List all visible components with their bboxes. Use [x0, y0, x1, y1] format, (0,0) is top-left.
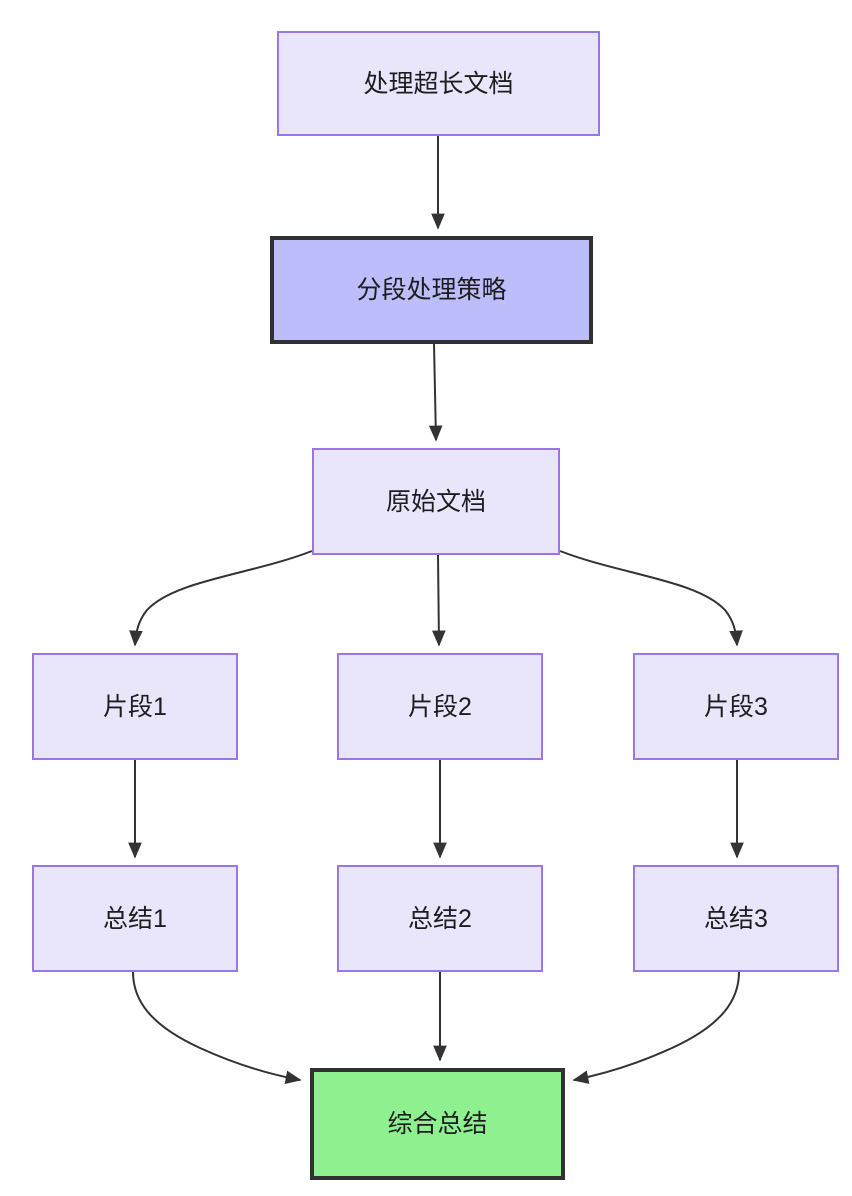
node-process-long-document[interactable]: 处理超长文档	[277, 31, 600, 136]
edge-source-to-chunk2	[432, 554, 446, 647]
node-chunking-strategy[interactable]: 分段处理策略	[270, 236, 593, 344]
node-source-document[interactable]: 原始文档	[312, 448, 560, 555]
node-label: 片段3	[704, 692, 768, 721]
node-combined-summary[interactable]: 综合总结	[310, 1068, 565, 1180]
node-label: 片段2	[408, 692, 472, 721]
node-label: 处理超长文档	[363, 69, 514, 98]
edge-summary3-to-final	[572, 971, 740, 1084]
node-label: 分段处理策略	[356, 276, 507, 304]
node-label: 原始文档	[385, 487, 486, 516]
node-label: 总结1	[103, 904, 167, 933]
node-summary-2[interactable]: 总结2	[337, 865, 543, 972]
edge-source-to-chunk3	[559, 550, 743, 647]
node-label: 总结2	[408, 904, 472, 933]
node-chunk-3[interactable]: 片段3	[633, 653, 839, 760]
edge-strategy-to-source	[428, 343, 443, 442]
edge-source-to-chunk1	[129, 550, 313, 647]
node-label: 总结3	[704, 904, 768, 933]
node-chunk-2[interactable]: 片段2	[337, 653, 543, 760]
edge-summary1-to-final	[132, 971, 302, 1085]
node-summary-1[interactable]: 总结1	[32, 865, 238, 972]
node-chunk-1[interactable]: 片段1	[32, 653, 238, 760]
node-label: 片段1	[103, 692, 167, 721]
node-label: 综合总结	[387, 1110, 488, 1138]
node-summary-3[interactable]: 总结3	[633, 865, 839, 972]
